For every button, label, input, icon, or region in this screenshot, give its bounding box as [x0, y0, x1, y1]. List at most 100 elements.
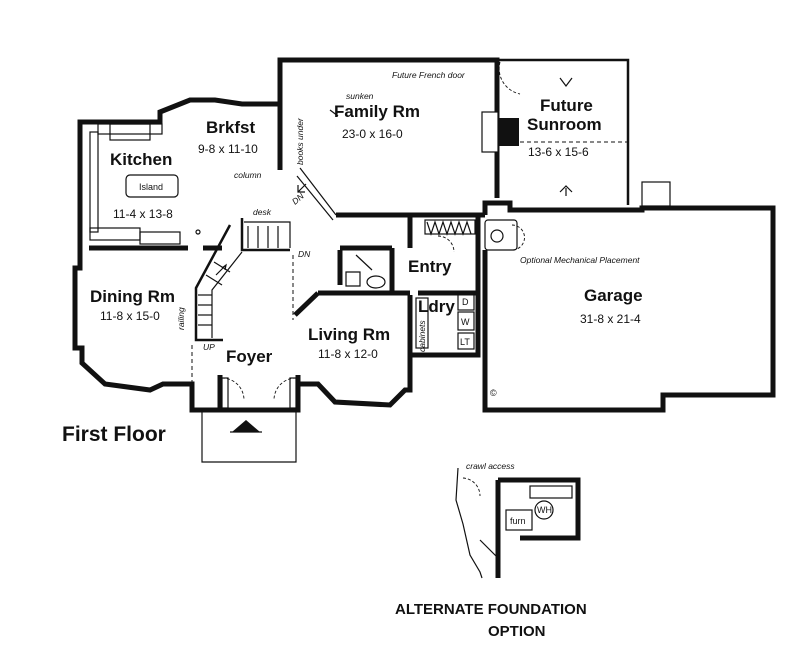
ldry-name: Ldry [418, 297, 455, 316]
sunroom-arrow-top [559, 77, 573, 87]
entry-fixtures [424, 219, 525, 253]
copyright-mark: © [490, 388, 497, 398]
alt-wh-label: WH [537, 505, 552, 515]
alt-title-line1: ALTERNATE FOUNDATION [395, 601, 587, 618]
cabinets-note: cabinets [417, 320, 427, 352]
stair-arrow [215, 263, 227, 276]
family-step-mark [329, 109, 339, 117]
sunroom-arrow-bottom [559, 185, 573, 196]
family-room-name: Family Rm [334, 102, 420, 121]
dining-wall [72, 250, 223, 413]
desk-note: desk [253, 207, 272, 217]
sidelight-right [289, 377, 297, 409]
alt-crawl-label: crawl access [466, 461, 515, 471]
kitchen-cooktop [139, 231, 181, 245]
family-east-wall [497, 58, 630, 205]
porch-outline [201, 410, 297, 463]
dining-name: Dining Rm [90, 287, 175, 306]
kitchen-sink [109, 123, 151, 141]
kitchen-counter-west [89, 131, 99, 233]
alt-door-line [479, 539, 497, 557]
room-labels: sunken Family Rm 23-0 x 16-0 Brkfst 9-8 … [90, 91, 643, 366]
alt-counter [529, 485, 573, 499]
stair-dn-note: DN [298, 249, 311, 259]
dryer [457, 291, 475, 311]
hearth [481, 111, 499, 153]
toilet-icon [366, 275, 386, 289]
laundry-tub-label: LT [460, 337, 470, 347]
mech-door-swing [511, 224, 525, 251]
entry-closet-hatch [426, 220, 472, 236]
bath-door-swing [355, 254, 373, 271]
washer-label: W [461, 317, 470, 327]
family-sunken-label: sunken [346, 91, 374, 101]
interior-walls [89, 104, 478, 317]
garage-wall [482, 200, 776, 413]
front-porch [201, 377, 297, 463]
living-corner-wall [293, 291, 320, 317]
kitchen-name: Kitchen [110, 150, 172, 169]
kitchen-fixtures [89, 123, 201, 245]
mech-placement-box [484, 219, 518, 251]
brkfst-name: Brkfst [206, 118, 255, 137]
entry-closet [424, 219, 476, 235]
kitchen-counter-north [97, 123, 163, 135]
laundry-cabinets [415, 297, 429, 349]
fireplace [497, 118, 519, 146]
kitchen-wall [77, 57, 500, 250]
laundry-tub [457, 332, 475, 350]
column-note: column [234, 170, 262, 180]
railing-note: railing [176, 307, 186, 330]
front-door-swing-left [221, 377, 245, 401]
mechanical-note: Optional Mechanical Placement [520, 255, 640, 265]
living-name: Living Rm [308, 325, 390, 344]
family-dn-note: DN [290, 190, 306, 206]
garage-chimney [641, 181, 671, 207]
alt-foundation-outline [455, 467, 483, 579]
stair-railing [194, 224, 232, 342]
sunroom-dim: 13-6 x 15-6 [528, 145, 589, 159]
dryer-label: D [462, 297, 469, 307]
alt-title-line2: OPTION [488, 623, 546, 640]
stair-rail-upper [240, 218, 290, 252]
bath-fixtures [345, 254, 386, 289]
island-label: Island [139, 182, 163, 192]
kitchen-island [125, 174, 179, 198]
french-door-note: Future French door [392, 70, 466, 80]
family-angle-step [299, 167, 337, 216]
stair-tread [205, 274, 223, 286]
floor-title: First Floor [62, 423, 166, 446]
garage-dim: 31-8 x 21-4 [580, 312, 641, 326]
kitchen-dim: 11-4 x 13-8 [113, 207, 173, 221]
laundry-fixtures [415, 291, 475, 350]
mech-furnace-icon [490, 229, 504, 243]
entry-door-swing [437, 235, 455, 253]
brkfst-dim: 9-8 x 11-10 [198, 142, 258, 156]
sunroom-name-1: Future [540, 96, 593, 115]
alt-furn-label: furn [510, 516, 526, 526]
entry-wall [410, 215, 481, 358]
alt-crawl-door-swing [462, 477, 481, 497]
front-door-swing-right [273, 377, 297, 401]
washer [457, 311, 475, 331]
stair-up-note: UP [203, 342, 215, 352]
kitchen-fixture-dot [195, 229, 201, 235]
stair-landing [244, 221, 291, 248]
entry-name: Entry [408, 257, 452, 276]
foyer-name: Foyer [226, 347, 273, 366]
family-room-dim: 23-0 x 16-0 [342, 127, 403, 141]
bath-sink [345, 271, 361, 287]
foyer-front-wall [218, 375, 301, 413]
family-fixtures [297, 61, 628, 196]
living-wall [298, 295, 413, 408]
living-dim: 11-8 x 12-0 [318, 347, 378, 361]
garage-name: Garage [584, 286, 643, 305]
family-angle-step-2 [296, 175, 334, 221]
stair-tread [213, 261, 231, 273]
dining-dim: 11-8 x 15-0 [100, 309, 160, 323]
stair-group [194, 218, 291, 342]
alt-room-walls [520, 477, 581, 541]
family-dn-arrow [297, 183, 307, 193]
plan-notes: books under column desk DN DN UP railing… [176, 70, 640, 398]
alt-furnace-box [505, 509, 533, 531]
